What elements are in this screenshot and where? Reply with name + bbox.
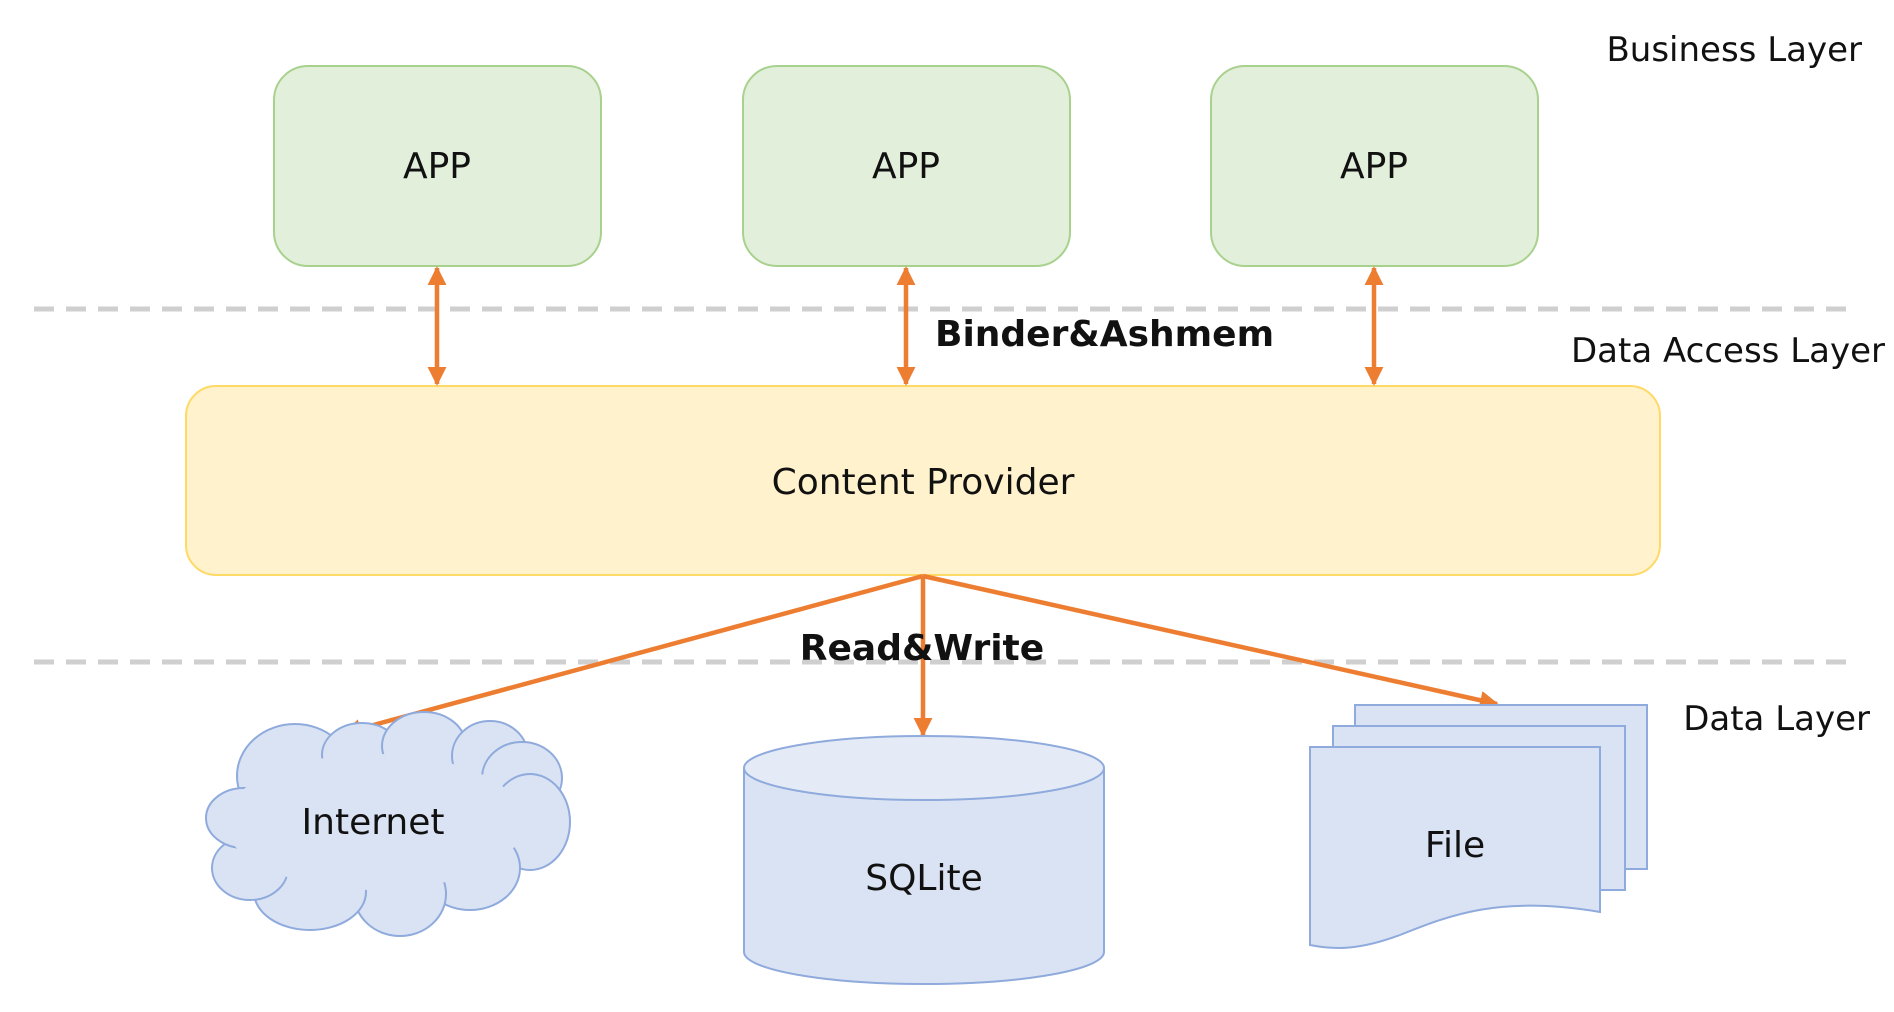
internet-cloud: Internet (205, 711, 571, 937)
file-label: File (1425, 825, 1485, 866)
file-stack: File (1309, 704, 1648, 949)
data-layer-label: Data Layer (1683, 699, 1870, 739)
content-provider-label: Content Provider (772, 462, 1075, 503)
data-access-layer-label: Data Access Layer (1571, 331, 1885, 371)
database-icon (743, 735, 1105, 985)
read-write-label: Read&Write (800, 628, 1044, 669)
sqlite-database: SQLite (743, 735, 1105, 985)
app-label: APP (1340, 146, 1408, 187)
binder-ashmem-label: Binder&Ashmem (935, 314, 1274, 355)
app-box-1: APP (273, 65, 602, 267)
app-label: APP (403, 146, 471, 187)
provider-internet-arrow (342, 573, 924, 738)
app-box-3: APP (1210, 65, 1539, 267)
business-layer-label: Business Layer (1606, 30, 1862, 70)
app-box-2: APP (742, 65, 1071, 267)
document-stack-icon (1309, 704, 1648, 949)
cloud-body (225, 754, 525, 890)
app-label: APP (872, 146, 940, 187)
provider-file-arrow (922, 573, 1499, 710)
sqlite-label: SQLite (865, 858, 983, 899)
content-provider-box: Content Provider (185, 385, 1661, 576)
internet-label: Internet (302, 802, 445, 843)
